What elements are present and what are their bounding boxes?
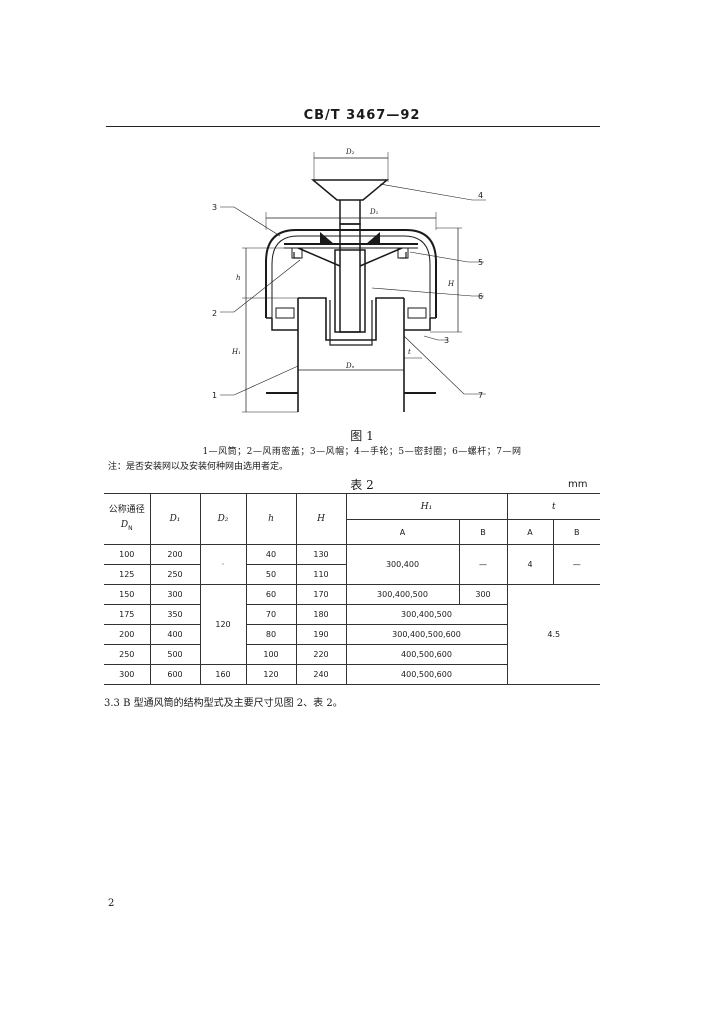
handwheel [310,179,390,201]
dim-h-small: h [236,274,241,282]
cell-d1: 350 [149,604,201,625]
cowl [265,229,437,318]
cell-H: 220 [295,644,347,665]
cell-h: 50 [245,564,297,585]
dim-dn: Dₙ [345,362,355,370]
part-1: 1 [212,391,217,400]
header-h1-b: B [458,519,508,545]
cell-h1-b: — [458,544,508,585]
cell-d1: 200 [149,544,201,565]
header-t-a: A [506,519,554,545]
header-h: h [245,493,297,545]
cell-h: 80 [245,624,297,645]
paragraph-3-3: 3.3 B 型通风筒的结构型式及主要尺寸见图 2、表 2。 [104,698,343,709]
figure-legend: 1—风筒；2—风雨密盖；3—风帽；4—手轮；5—密封圈；6—螺杆；7—网 [202,447,522,457]
cell-dn: 175 [104,604,151,625]
cell-h1: 300,400,500 [345,604,507,625]
cell-d2-merged: 120 [199,584,247,665]
table-row: 125 250 50 110 [104,564,600,585]
table-row: 150 300 120 60 170 300,400,500 300 4.5 [104,584,600,685]
cell-t-b: — [552,544,600,585]
cell-h: 100 [245,644,297,665]
ventilator-drawing: D₂ D₁ h H H₁ Dₙ t 4 3 5 2 6 3 7 1 [212,148,486,413]
table-row: 175 350 70 180 300,400,500 [104,604,600,625]
cell-h1: 300,400,500,600 [345,624,507,645]
dim-h-large: H [447,280,455,288]
header-t: t [506,493,600,520]
part-3: 3 [212,203,217,212]
cell-d1: 600 [149,664,201,685]
part-7: 7 [478,391,483,400]
cell-h: 120 [245,664,297,685]
page-number: 2 [108,898,115,909]
part-3b: 3 [444,336,449,345]
figure-note: 注：是否安装网以及安装何种网由选用者定。 [108,462,289,472]
cell-d1: 500 [149,644,201,665]
header-t-b: B [552,519,600,545]
duct-barrel [297,297,405,412]
cell-h: 70 [245,604,297,625]
table-row: 100 200 · 40 130 300,400 — 4 — [104,544,600,585]
header-d1: D₁ [149,493,201,545]
header-h1: H₁ [345,493,508,520]
cell-h: 40 [245,544,297,565]
subheader-row: A B A B [104,519,600,545]
cell-d1: 400 [149,624,201,645]
cell-t-a: 4 [506,544,554,585]
cell-h1: 400,500,600 [345,644,507,665]
dim-d1: D₁ [369,208,379,216]
table-row: 300 600 160 120 240 400,500,600 [104,664,600,685]
cell-d1: 300 [149,584,201,605]
cell-d2-dot: · [199,544,247,585]
cell-dn: 150 [104,584,151,605]
part-2: 2 [212,309,217,318]
cell-dn: 125 [104,564,151,585]
cell-h: 60 [245,584,297,605]
document-header: CB/T 3467—92 [303,108,421,123]
cell-d1: 250 [149,564,201,585]
cell-H: 110 [295,564,346,585]
cell-h1-b: 300 [458,584,508,605]
table-title: 表 2 [350,478,374,492]
cell-dn: 200 [104,624,151,645]
cell-H: 130 [295,544,347,565]
header-H: H [295,493,347,545]
cell-H: 190 [295,624,347,645]
table-unit: mm [568,479,588,490]
cell-H: 240 [295,664,347,685]
cell-H: 170 [295,584,347,605]
dim-t: t [408,348,411,356]
part-4: 4 [478,191,483,200]
header-rule [106,126,600,127]
part-6: 6 [478,292,483,301]
cell-dn: 300 [104,664,151,685]
figure-caption: 图 1 [350,429,374,443]
dim-h1: H₁ [231,348,241,356]
header-d2: D₂ [199,493,247,545]
header-h1-a: A [346,519,460,545]
cell-dn: 100 [104,544,151,565]
cell-h1-a: 300,400,500 [345,584,460,605]
cell-d2-last: 160 [199,664,247,685]
cell-dn: 250 [104,644,151,665]
cell-h1-a: 300,400 [345,544,460,585]
cell-t-merged: 4.5 [506,584,600,685]
dim-d2: D₂ [345,148,355,156]
cell-H: 180 [295,604,347,625]
part-5: 5 [478,258,483,267]
cell-h1: 400,500,600 [345,664,507,685]
